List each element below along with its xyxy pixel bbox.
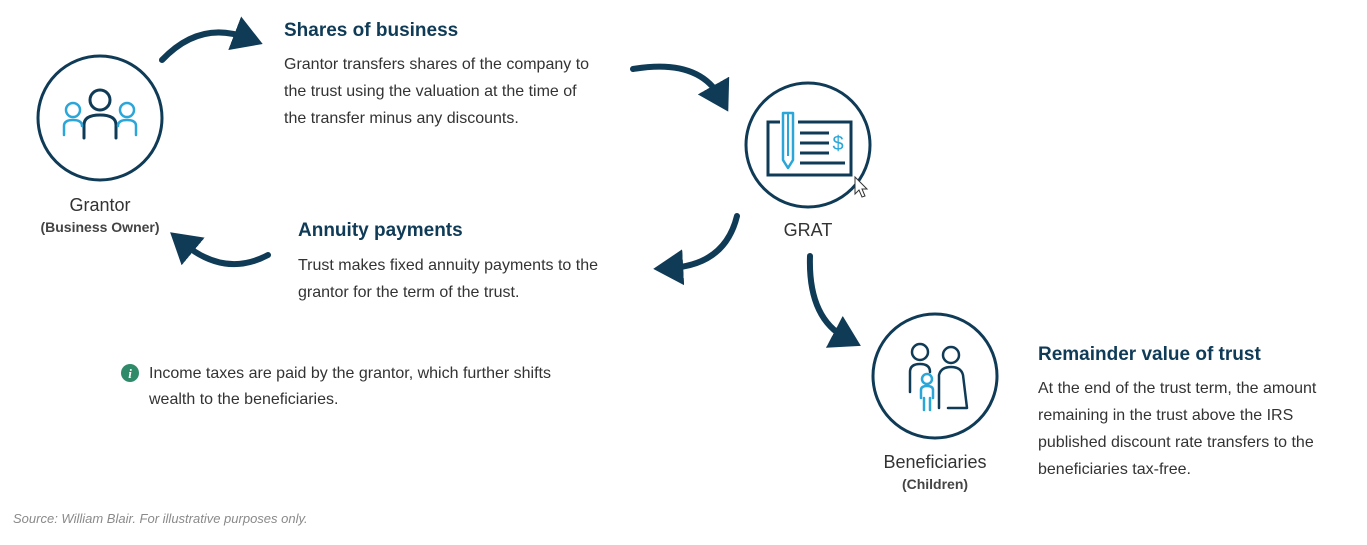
shares-heading: Shares of business <box>284 20 459 41</box>
remainder-heading: Remainder value of trust <box>1038 344 1261 365</box>
source-caption: Source: William Blair. For illustrative … <box>13 511 308 526</box>
people-icon <box>62 88 138 140</box>
beneficiaries-label: Beneficiaries <box>883 452 987 472</box>
beneficiaries-node <box>871 312 999 440</box>
family-icon <box>908 342 969 412</box>
grantor-circle <box>36 54 164 182</box>
annuity-heading: Annuity payments <box>298 220 463 241</box>
grantor-node <box>36 54 164 182</box>
dollar-glyph: $ <box>832 133 843 155</box>
arrow-grantor-to-shares <box>159 16 263 63</box>
beneficiaries-sublabel: (Children) <box>901 476 969 492</box>
arrow-annuity-to-grantor <box>170 232 271 268</box>
check-document-icon: $ <box>766 111 853 177</box>
annuity-description: Trust makes fixed annuity payments to th… <box>298 257 598 301</box>
grat-circle <box>744 81 872 209</box>
grantor-sublabel: (Business Owner) <box>40 219 160 235</box>
grat-label: GRAT <box>783 220 833 240</box>
shares-description: Grantor transfers shares of the company … <box>284 56 590 127</box>
arrow-grat-to-beneficiaries <box>806 253 861 348</box>
beneficiaries-circle <box>871 312 999 440</box>
income-tax-note: Income taxes are paid by the grantor, wh… <box>149 365 551 408</box>
arrow-grat-to-annuity <box>653 213 740 286</box>
grat-node: $ <box>744 81 872 209</box>
cursor-icon <box>854 175 869 198</box>
grantor-label: Grantor <box>69 195 131 215</box>
arrow-shares-to-grat <box>630 63 730 112</box>
remainder-description: At the end of the trust term, the amount… <box>1038 380 1317 478</box>
info-icon: i <box>121 364 139 382</box>
svg-text:i: i <box>128 366 132 381</box>
